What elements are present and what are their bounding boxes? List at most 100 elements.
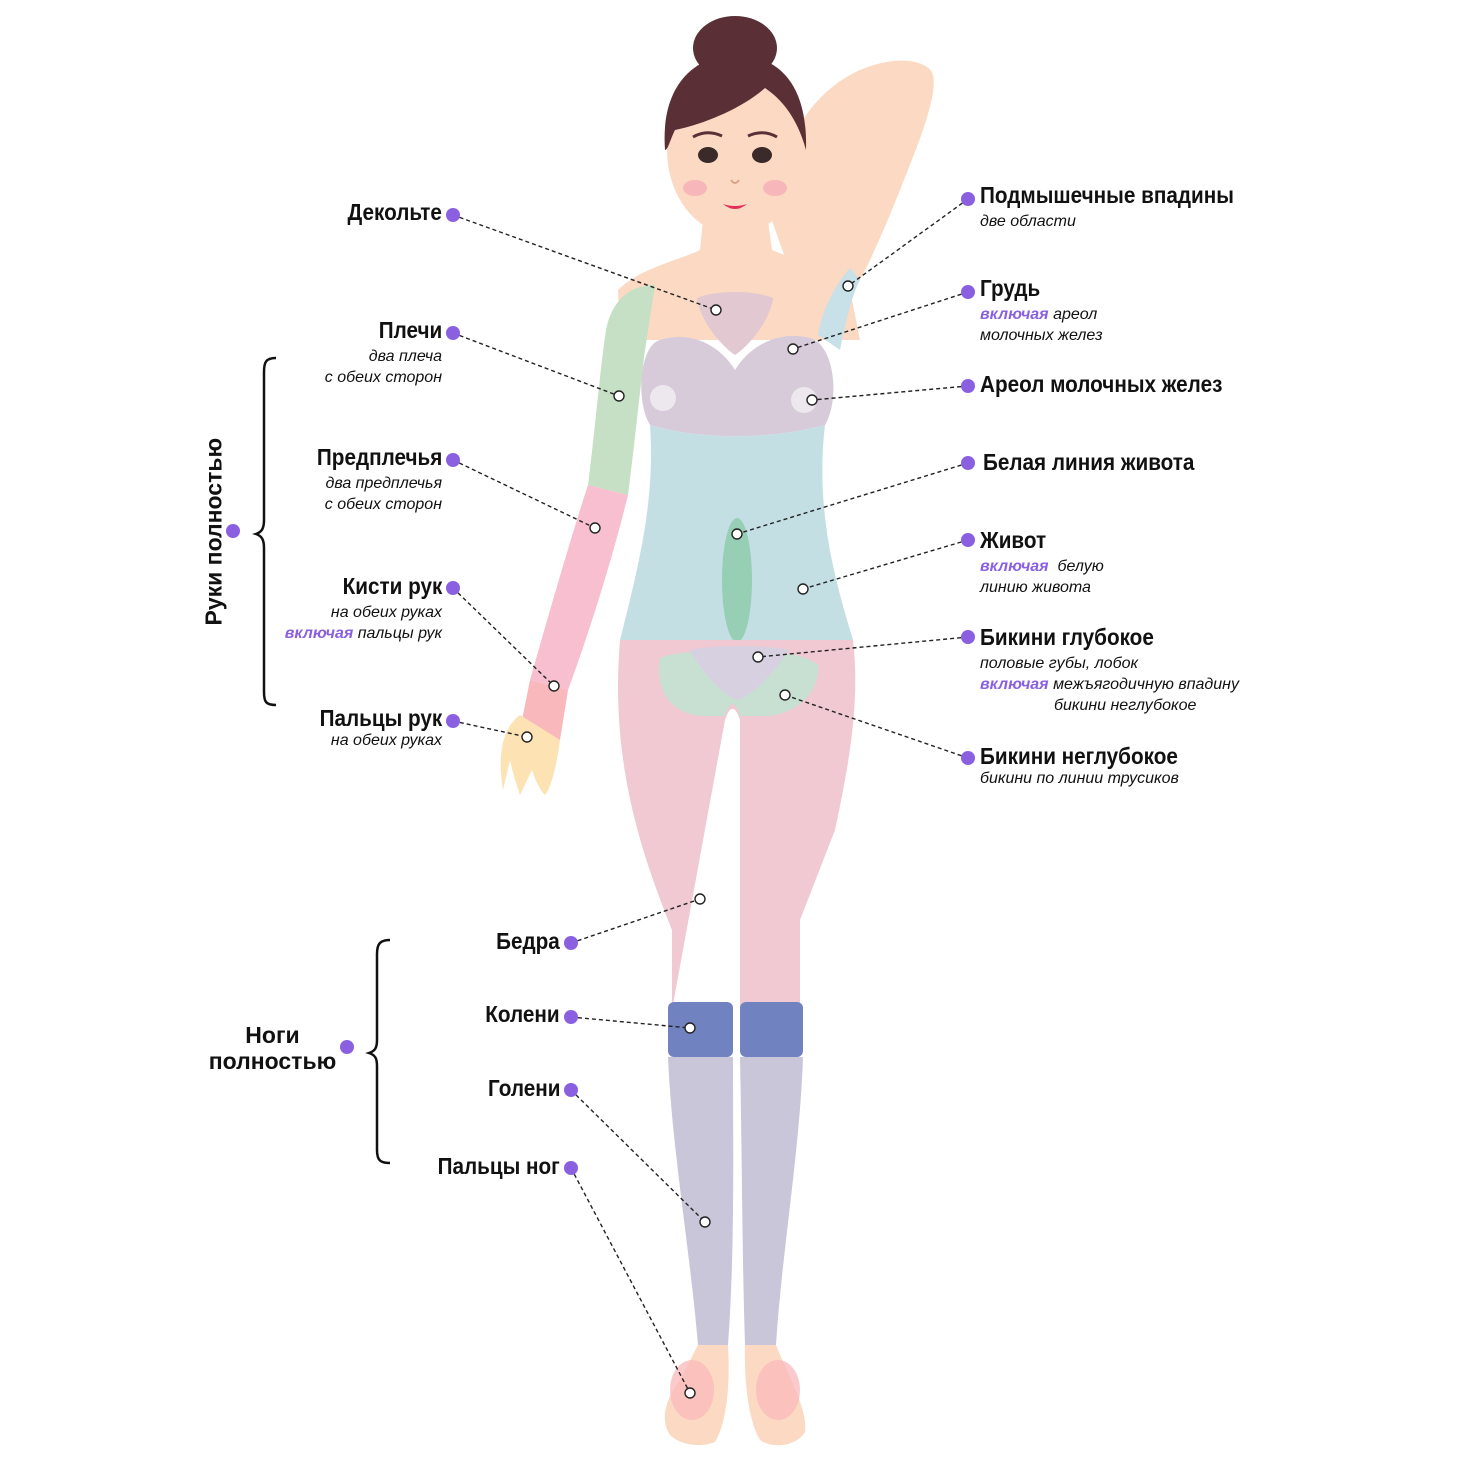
dot-paltsy-ruk bbox=[446, 714, 460, 728]
dot-group-nogi bbox=[340, 1040, 354, 1054]
label-title: Пальцы рук bbox=[319, 705, 442, 731]
leader-bikini-negl bbox=[784, 694, 969, 759]
group-ruki-title: Руки полностью bbox=[200, 437, 227, 626]
bracket-legs bbox=[365, 938, 391, 1165]
dot-bedra bbox=[564, 936, 578, 950]
marker-podmyshki bbox=[842, 280, 854, 292]
label-sub: включая белую bbox=[980, 557, 1104, 576]
marker-dekolte bbox=[710, 304, 722, 316]
label-goleni: Голени bbox=[480, 1075, 560, 1103]
marker-kisti bbox=[548, 680, 560, 692]
label-title: Пальцы ног bbox=[437, 1153, 560, 1179]
label-grud: Грудь включая ареол молочных желез bbox=[980, 275, 1103, 345]
marker-grud bbox=[787, 343, 799, 355]
group-nogi-line1: Ноги bbox=[245, 1022, 300, 1048]
label-title: Бикини неглубокое bbox=[980, 743, 1178, 769]
dot-plechi bbox=[446, 326, 460, 340]
label-sub: половые губы, лобок bbox=[980, 654, 1139, 672]
marker-predplechya bbox=[589, 522, 601, 534]
label-bikini-negl: Бикини неглубокое бикини по линии трусик… bbox=[980, 743, 1200, 788]
zone-knee-left bbox=[668, 1002, 733, 1057]
label-bikini-gl: Бикини глубокое половые губы, лобок вклю… bbox=[980, 624, 1239, 715]
bracket-arms bbox=[252, 356, 277, 707]
label-belaya: Белая линия живота bbox=[983, 449, 1218, 477]
marker-plechi bbox=[613, 390, 625, 402]
label-title: Бикини глубокое bbox=[980, 624, 1154, 650]
zone-hips bbox=[618, 640, 856, 1010]
label-title: Бедра bbox=[496, 928, 560, 954]
leader-podmyshki bbox=[847, 198, 969, 287]
dot-areol bbox=[961, 379, 975, 393]
dot-bikini-gl bbox=[961, 630, 975, 644]
label-podmyshki: Подмышечные впадины две области bbox=[980, 182, 1262, 231]
marker-paltsy-nog bbox=[684, 1387, 696, 1399]
label-predplechya: Предплечья два предплечья с обеих сторон bbox=[303, 444, 442, 514]
leader-kisti bbox=[452, 587, 555, 687]
marker-goleni bbox=[699, 1216, 711, 1228]
marker-bikini-negl bbox=[779, 689, 791, 701]
eye-right bbox=[752, 147, 772, 163]
label-sub: молочных желез bbox=[980, 326, 1103, 344]
leader-paltsy-nog bbox=[570, 1167, 691, 1394]
dot-dekolte bbox=[446, 208, 460, 222]
zone-linea-alba bbox=[722, 518, 752, 642]
neck bbox=[618, 200, 860, 340]
label-sub: бикини по линии трусиков bbox=[980, 769, 1179, 787]
zone-knee-right bbox=[740, 1002, 803, 1057]
leader-koleni bbox=[570, 1016, 691, 1029]
label-kisti: Кисти рук на обеих руках включая пальцы … bbox=[285, 573, 442, 643]
label-sub: бикини неглубокое bbox=[1054, 696, 1197, 714]
leader-goleni bbox=[570, 1089, 706, 1223]
marker-bedra bbox=[694, 893, 706, 905]
target-markers bbox=[521, 280, 854, 1399]
label-title: Декольте bbox=[347, 199, 442, 225]
dot-kisti bbox=[446, 581, 460, 595]
label-title: Грудь bbox=[980, 275, 1041, 301]
hair-bun bbox=[693, 16, 777, 80]
dot-podmyshki bbox=[961, 192, 975, 206]
label-sub: на обеих руках bbox=[330, 603, 442, 621]
group-nogi-title: Ноги полностью bbox=[205, 1022, 340, 1075]
brow-right bbox=[747, 131, 778, 139]
label-bedra: Бедра bbox=[489, 928, 560, 956]
areola-right bbox=[791, 387, 817, 413]
accent-word: включая bbox=[284, 624, 354, 642]
body-figure bbox=[500, 16, 934, 1446]
label-title: Колени bbox=[485, 1001, 560, 1027]
sub-text: пальцы рук bbox=[357, 624, 442, 642]
marker-koleni bbox=[684, 1022, 696, 1034]
marker-zhivot bbox=[797, 583, 809, 595]
dot-zhivot bbox=[961, 533, 975, 547]
leader-grud bbox=[792, 291, 969, 350]
label-title: Живот bbox=[980, 527, 1047, 553]
label-sub: два предплечья bbox=[325, 474, 442, 492]
label-sub: с обеих сторон bbox=[324, 368, 442, 386]
label-zhivot: Живот включая белую линию живота bbox=[980, 527, 1104, 597]
leader-bedra bbox=[570, 898, 701, 944]
label-sub: на обеих руках bbox=[330, 731, 442, 749]
brow-left bbox=[692, 131, 723, 139]
dot-grud bbox=[961, 285, 975, 299]
zone-toes-right bbox=[756, 1360, 800, 1420]
dot-belaya bbox=[961, 456, 975, 470]
marker-paltsy-ruk bbox=[521, 731, 533, 743]
leader-bikini-gl bbox=[757, 636, 969, 658]
accent-word: включая bbox=[980, 675, 1049, 693]
zone-shin-left bbox=[668, 1057, 734, 1345]
sub-text: белую bbox=[1057, 557, 1104, 575]
leader-paltsy-ruk bbox=[452, 720, 528, 738]
nose bbox=[730, 179, 740, 184]
label-koleni: Колени bbox=[477, 1001, 560, 1029]
label-dekolte: Декольте bbox=[337, 199, 442, 227]
cheek-right bbox=[763, 180, 787, 196]
leader-areol bbox=[811, 385, 969, 401]
label-title: Кисти рук bbox=[342, 573, 442, 599]
sub-text: ареол bbox=[1053, 305, 1098, 323]
marker-bikini-gl bbox=[752, 651, 764, 663]
label-title: Подмышечные впадины bbox=[980, 182, 1234, 208]
accent-word: включая bbox=[980, 305, 1049, 323]
label-paltsy-nog: Пальцы ног bbox=[424, 1153, 560, 1181]
dot-paltsy-nog bbox=[564, 1161, 578, 1175]
zone-bikini-deep bbox=[690, 646, 790, 700]
